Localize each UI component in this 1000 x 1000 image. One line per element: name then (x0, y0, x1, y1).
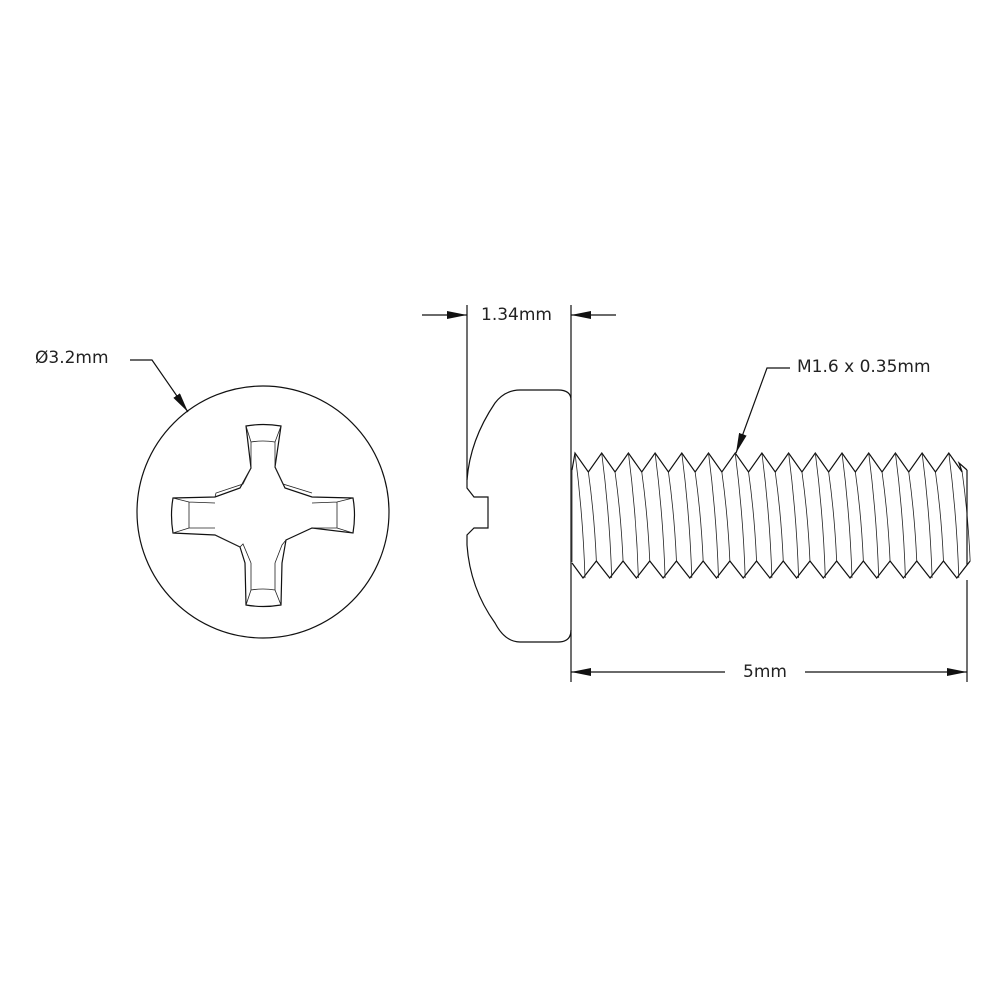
phillips-recess-inner (172, 425, 354, 606)
thread-body (571, 451, 971, 579)
length-label: 5mm (743, 662, 787, 682)
head-diameter-label: Ø3.2mm (35, 348, 109, 368)
head-top-view (136, 385, 390, 639)
phillips-recess-icon (170, 423, 356, 608)
thread-line (574, 452, 971, 579)
thread-spec-label: M1.6 x 0.35mm (797, 357, 931, 377)
head-side-view (466, 389, 572, 643)
thread-line (571, 451, 968, 474)
head-height-label: 1.34mm (481, 305, 552, 325)
thread-leader (735, 367, 790, 454)
head-outline (136, 385, 390, 639)
diameter-leader (130, 359, 189, 413)
